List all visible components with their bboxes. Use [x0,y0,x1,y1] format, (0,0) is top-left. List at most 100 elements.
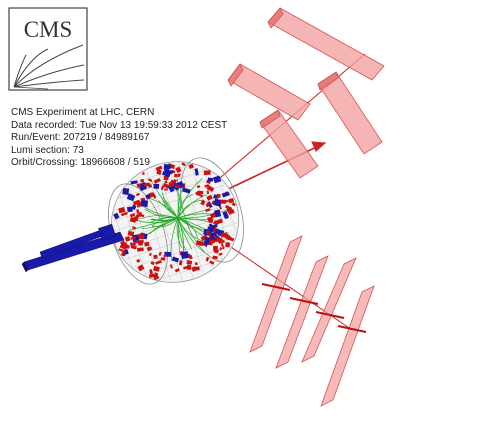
ecal-deposit [147,178,153,182]
hcal-deposit [131,204,137,211]
hcal-deposit [207,177,214,182]
endcap-disc-4 [320,285,375,407]
experiment-label: CMS Experiment at LHC, CERN [11,107,155,118]
ecal-deposit [142,172,145,175]
cms-logo-text: CMS [24,17,73,42]
ecal-deposit [169,264,173,269]
ecal-deposit [209,260,215,265]
ecal-deposit [155,259,162,265]
ecal-deposit [203,170,211,176]
ecal-deposit [138,240,144,246]
ecal-deposit [149,192,155,198]
ecal-deposit [205,256,210,262]
ecal-deposit [148,273,155,278]
ecal-deposit [219,247,223,251]
ecal-deposit [179,260,183,266]
hcal-deposit [132,234,140,241]
ecal-deposit [158,251,162,256]
track-line [177,194,193,219]
hcal-deposit [126,206,133,213]
ecal-deposit [188,254,193,260]
ecal-deposit [200,199,206,206]
ecal-deposit [135,213,140,218]
hcal-deposit [130,180,138,185]
hcal-deposit [161,170,171,178]
ecal-deposit [218,252,223,256]
ecal-deposit [122,252,126,255]
hcal-deposit [180,251,189,260]
ecal-deposit [153,274,160,281]
muon-chambers-upper [227,7,385,179]
track-line [170,217,179,261]
ecal-deposit [206,190,210,195]
track-line [158,200,179,219]
mesh-line [115,202,235,242]
hcal-deposit [194,168,199,176]
ecal-deposit [200,234,208,242]
hcal-tower [21,223,125,273]
endcap-disc-3 [301,257,357,363]
ecal-deposit [162,183,170,189]
ecal-deposit [173,173,178,178]
track-line [150,178,179,219]
orbit-label: Orbit/Crossing: 18966608 / 519 [11,157,150,168]
ecal-deposit [132,199,141,206]
track-line [177,199,205,219]
track-line [151,217,179,228]
ecal-deposit [146,246,153,252]
ecal-deposit [137,213,145,218]
ecal-deposit [153,272,159,278]
event-info: CMS Experiment at LHC, CERN Data recorde… [11,107,227,170]
track-line [177,217,205,253]
ecal-deposit [191,266,197,273]
ecal-deposit [153,265,160,272]
ecal-deposit [212,255,218,260]
ecal-deposit [149,269,153,275]
ecal-deposit [118,207,126,214]
hcal-deposit [224,214,229,219]
hcal-deposit [182,187,191,194]
track-line [149,217,179,224]
ecal-deposit [170,179,174,183]
ecal-deposit [127,230,135,237]
ecal-deposit [206,202,211,206]
hcal-deposit [214,209,222,218]
hcal-deposit [221,191,230,198]
ecal-deposit [225,242,231,248]
mesh-line [125,222,237,260]
ecal-deposit [163,254,167,258]
ecal-deposit [223,200,229,203]
ecal-deposit [134,216,139,222]
track-line [177,217,187,251]
ecal-deposit [156,169,162,175]
ecal-deposit [129,212,136,218]
ecal-deposit [188,163,195,169]
cms-logo: CMS [8,7,88,91]
mesh-line [114,176,217,211]
track-line [177,178,203,219]
ecal-deposit [197,193,204,198]
ecal-deposit [152,194,157,199]
hcal-deposit [140,199,149,208]
ecal-deposit [148,252,152,257]
ecal-deposit [130,236,136,240]
ecal-deposit [206,185,215,193]
ecal-deposit [227,236,235,242]
ecal-deposit [204,184,210,188]
hcal-deposit [213,175,222,184]
ecal-deposit [227,209,235,215]
ecal-deposit [163,175,169,181]
ecal-deposit [205,208,211,212]
ecal-deposit [168,182,175,187]
hcal-deposit [126,193,136,202]
ecal-deposit [196,185,201,188]
hcal-deposit [113,212,120,220]
ecal-deposit [186,260,193,265]
ecal-deposit [220,243,224,248]
hcal-deposit [203,236,211,245]
ecal-deposit [217,239,225,244]
ecal-deposit [144,241,150,247]
ecal-deposit [208,218,214,223]
track-line [151,217,179,221]
